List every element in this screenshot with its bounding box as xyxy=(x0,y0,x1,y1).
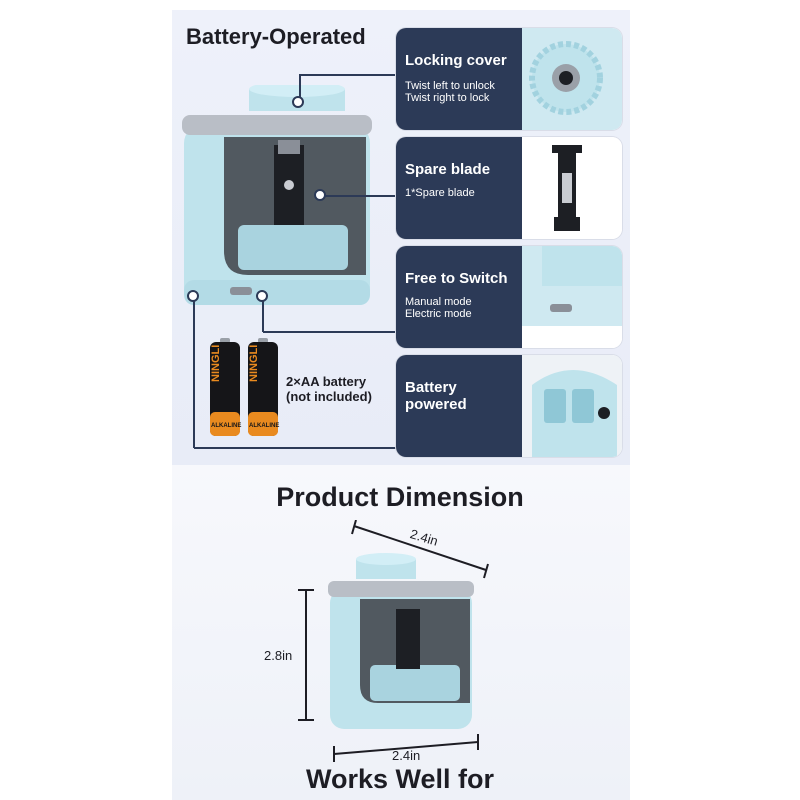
battery-label-line1: 2×AA battery xyxy=(286,374,367,389)
locking-cover-photo xyxy=(522,28,622,130)
dimension-lines xyxy=(298,520,489,762)
feature-card-locking-cover: Locking cover Twist left to unlock Twist… xyxy=(396,28,622,130)
feature-card-spare-blade: Spare blade 1*Spare blade xyxy=(396,137,622,239)
card-text-panel xyxy=(396,355,522,457)
sharpener-dimension-illustration xyxy=(328,553,474,729)
spare-blade-photo xyxy=(522,137,622,239)
switch-photo xyxy=(522,246,622,348)
feature-title: Locking cover xyxy=(405,52,507,69)
feature-title: Battery powered xyxy=(405,379,467,413)
dimension-title: Product Dimension xyxy=(276,482,524,512)
sharpener-illustration xyxy=(182,85,372,305)
connector-line xyxy=(300,74,396,76)
feature-card-battery-powered: Battery powered xyxy=(396,355,622,457)
footer-title: Works Well for xyxy=(305,764,495,794)
battery-type: ALKALINE xyxy=(211,423,242,429)
bottom-width-label: 2.4in xyxy=(392,748,421,763)
battery-label-line2: (not included) xyxy=(286,389,372,404)
aa-battery-icon xyxy=(248,338,278,436)
card-text-panel xyxy=(396,246,522,348)
callout-dot xyxy=(314,189,326,201)
callout-dot xyxy=(256,290,268,302)
feature-title: Spare blade xyxy=(405,161,491,178)
callout-dot xyxy=(292,96,304,108)
battery-brand: NINGLI xyxy=(248,344,260,382)
connector-line xyxy=(299,74,301,102)
feature-subtitle: Electric mode xyxy=(405,308,472,320)
connector-line xyxy=(320,195,396,197)
feature-subtitle: Manual mode xyxy=(405,296,472,308)
connector-line xyxy=(193,296,195,448)
card-text-panel xyxy=(396,137,522,239)
height-label: 2.8in xyxy=(264,648,293,663)
callout-dot xyxy=(187,290,199,302)
battery-type: ALKALINE xyxy=(249,423,280,429)
card-text-panel xyxy=(396,28,522,130)
connector-line xyxy=(263,331,396,333)
connector-line xyxy=(262,296,264,332)
feature-subtitle: Twist right to lock xyxy=(405,92,490,104)
feature-title: Free to Switch xyxy=(405,270,508,287)
feature-subtitle: Twist left to unlock xyxy=(405,80,495,92)
battery-compartment-photo xyxy=(522,355,622,457)
aa-battery-icon xyxy=(210,338,240,436)
feature-subtitle: 1*Spare blade xyxy=(405,187,475,199)
battery-brand: NINGLI xyxy=(210,344,222,382)
page-title: Battery-Operated xyxy=(186,24,366,49)
feature-card-free-to-switch: Free to Switch Manual mode Electric mode xyxy=(396,246,622,348)
connector-line xyxy=(194,447,396,449)
